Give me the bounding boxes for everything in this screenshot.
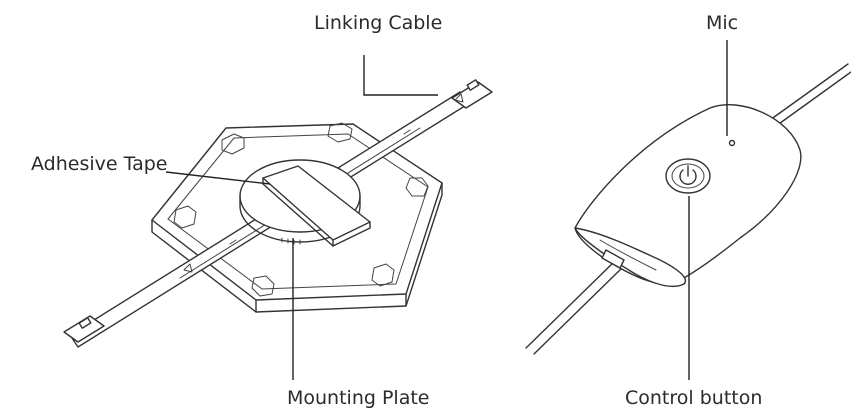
hexagon-edge [151,182,443,313]
label-mic: Mic [706,12,739,34]
adhesive-tape [262,165,371,247]
hexagon-inner-rim [167,133,429,290]
leader-adhesive-tape [165,171,271,185]
corner-clips [173,122,429,297]
mic-hole [728,139,736,147]
label-control-button: Control button [625,387,763,409]
leader-linking-cable [363,55,438,96]
label-linking-cable: Linking Cable [314,12,443,34]
power-icon [665,158,711,194]
controller [525,63,851,355]
label-mounting-plate: Mounting Plate [287,387,430,409]
label-adhesive-tape: Adhesive Tape [31,153,168,175]
